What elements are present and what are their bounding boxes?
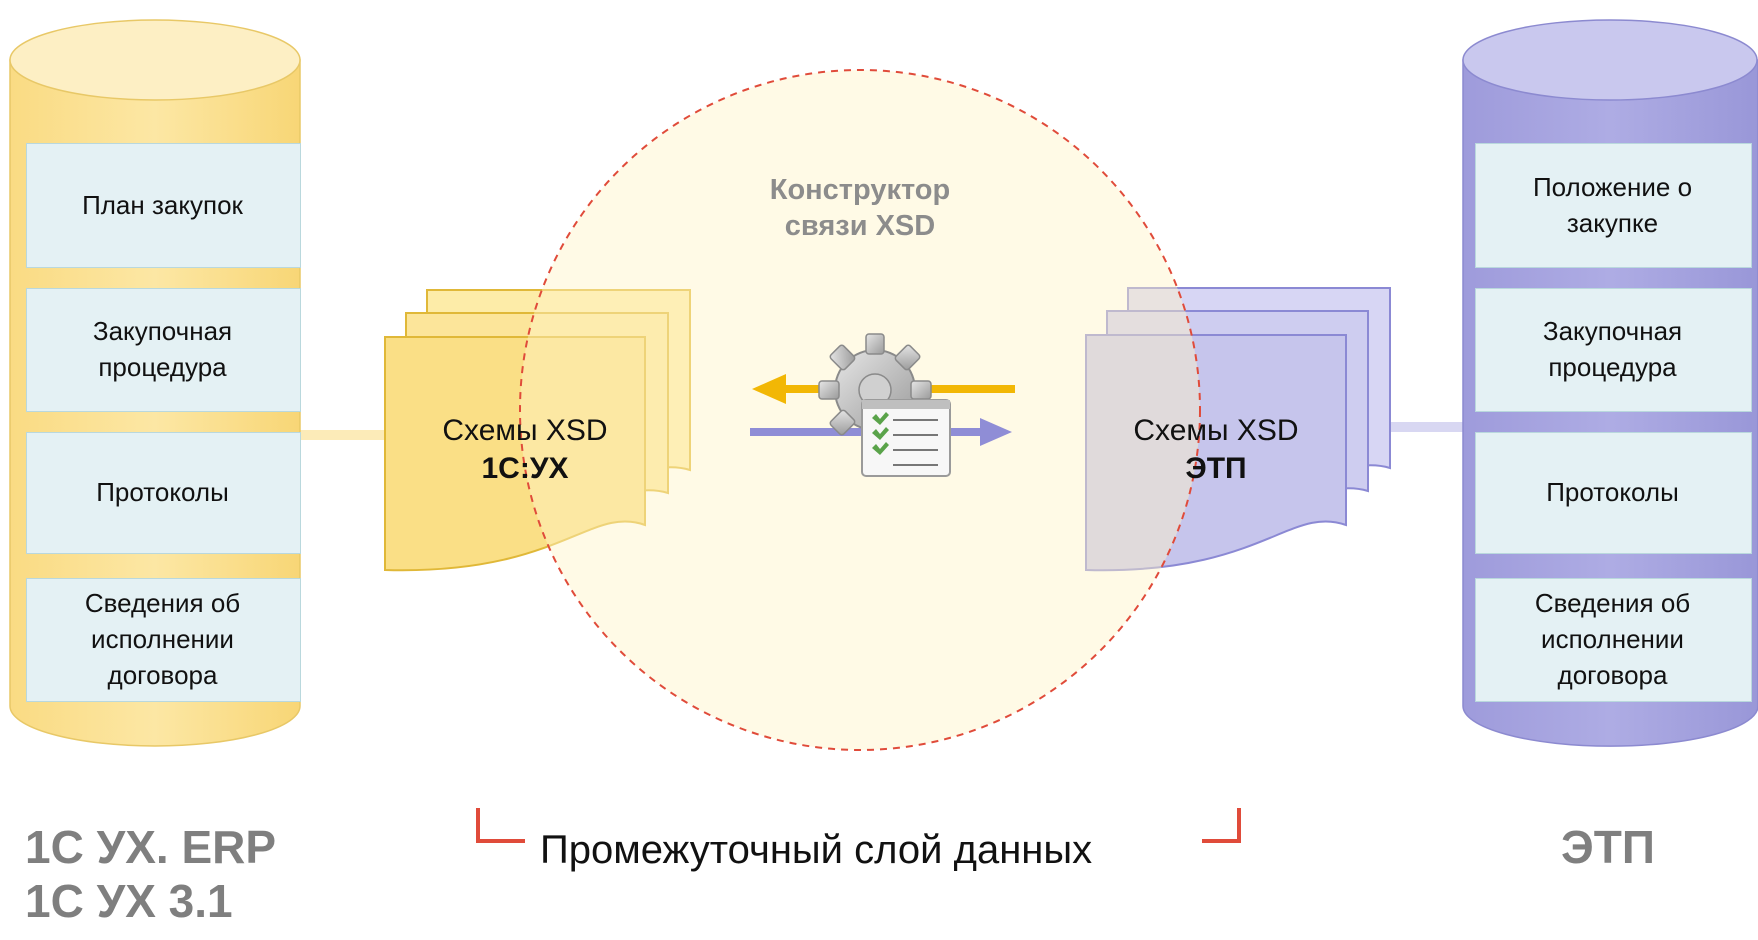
right-db-box-3 bbox=[1475, 432, 1752, 554]
left-db-caption: 1С УХ. ERP 1С УХ 3.1 bbox=[25, 820, 276, 928]
left-db-item-3: Протоколы bbox=[96, 477, 229, 507]
left-db-caption-line1: 1С УХ. ERP bbox=[25, 821, 277, 873]
left-docs-line1: Схемы XSD bbox=[442, 414, 608, 447]
right-db-box-4 bbox=[1475, 578, 1752, 702]
left-db-caption-line2: 1С УХ 3.1 bbox=[25, 875, 233, 927]
right-db-item-4: Сведения об исполнении договора bbox=[1534, 588, 1691, 690]
right-db-caption: ЭТП bbox=[1561, 821, 1655, 873]
right-connector bbox=[1380, 422, 1465, 432]
left-docs-line2: 1С:УХ bbox=[481, 452, 569, 485]
right-db-box-2 bbox=[1475, 288, 1752, 412]
left-db-box-1 bbox=[26, 143, 301, 268]
right-docs-line1: Схемы XSD bbox=[1133, 414, 1299, 447]
right-docs-label: Схемы XSD ЭТП bbox=[1096, 412, 1336, 488]
left-xsd-document-stack bbox=[384, 289, 691, 572]
right-db-item-1: Положение о закупке bbox=[1532, 171, 1693, 238]
left-db-item-2: Закупочная процедура bbox=[92, 316, 233, 382]
right-xsd-document-stack bbox=[1085, 287, 1391, 572]
left-db-box-3 bbox=[26, 432, 301, 554]
left-docs-label: Схемы XSD 1С:УХ bbox=[405, 412, 645, 488]
right-db-item-3: Протоколы bbox=[1546, 477, 1679, 507]
left-db-item-4: Сведения об исполнении договора bbox=[84, 588, 241, 690]
right-db-box-1 bbox=[1475, 143, 1752, 268]
left-connector bbox=[300, 430, 390, 440]
left-db-box-2 bbox=[26, 288, 301, 412]
right-db-item-2: Закупочная процедура bbox=[1542, 316, 1683, 382]
constructor-title-line1: Конструктор bbox=[769, 174, 951, 206]
constructor-title: Конструктор связи XSD bbox=[710, 172, 1010, 244]
constructor-title-line2: связи XSD bbox=[784, 210, 936, 242]
intermediate-layer-label: Промежуточный слой данных bbox=[540, 828, 1093, 872]
right-docs-line2: ЭТП bbox=[1185, 452, 1247, 485]
left-db-box-4 bbox=[26, 578, 301, 702]
right-bracket bbox=[1202, 808, 1241, 843]
left-db-item-1: План закупок bbox=[82, 189, 243, 220]
gear-document-icon bbox=[818, 333, 951, 477]
left-bracket bbox=[476, 808, 525, 843]
